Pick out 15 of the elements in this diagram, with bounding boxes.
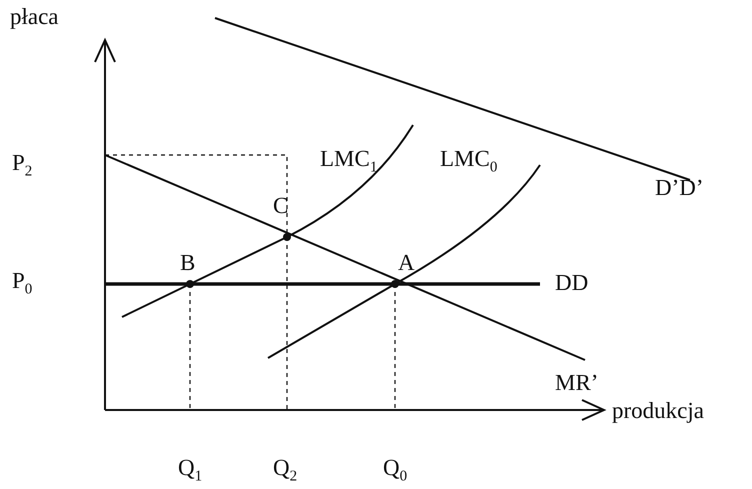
tick-label: Q$_{1}$: [178, 455, 202, 487]
curve-label: MR’: [555, 370, 598, 396]
tick-label: P$_{0}$: [12, 268, 32, 300]
curve-label: LMC$_{0}$: [440, 146, 498, 178]
tick-label: Q$_{2}$: [273, 455, 298, 487]
curve-label: DD: [555, 270, 588, 296]
tick-label: P$_{2}$: [12, 150, 32, 182]
point-label: C: [273, 193, 288, 219]
tick-label: Q$_{0}$: [383, 455, 408, 487]
curve-label: LMC$_{1}$: [320, 146, 378, 178]
axis-label: płaca: [10, 4, 59, 30]
point-label: A: [398, 250, 415, 276]
curve-label: D’D’: [655, 175, 704, 201]
point-label: B: [180, 250, 196, 276]
axis-label: produkcja: [612, 398, 704, 424]
